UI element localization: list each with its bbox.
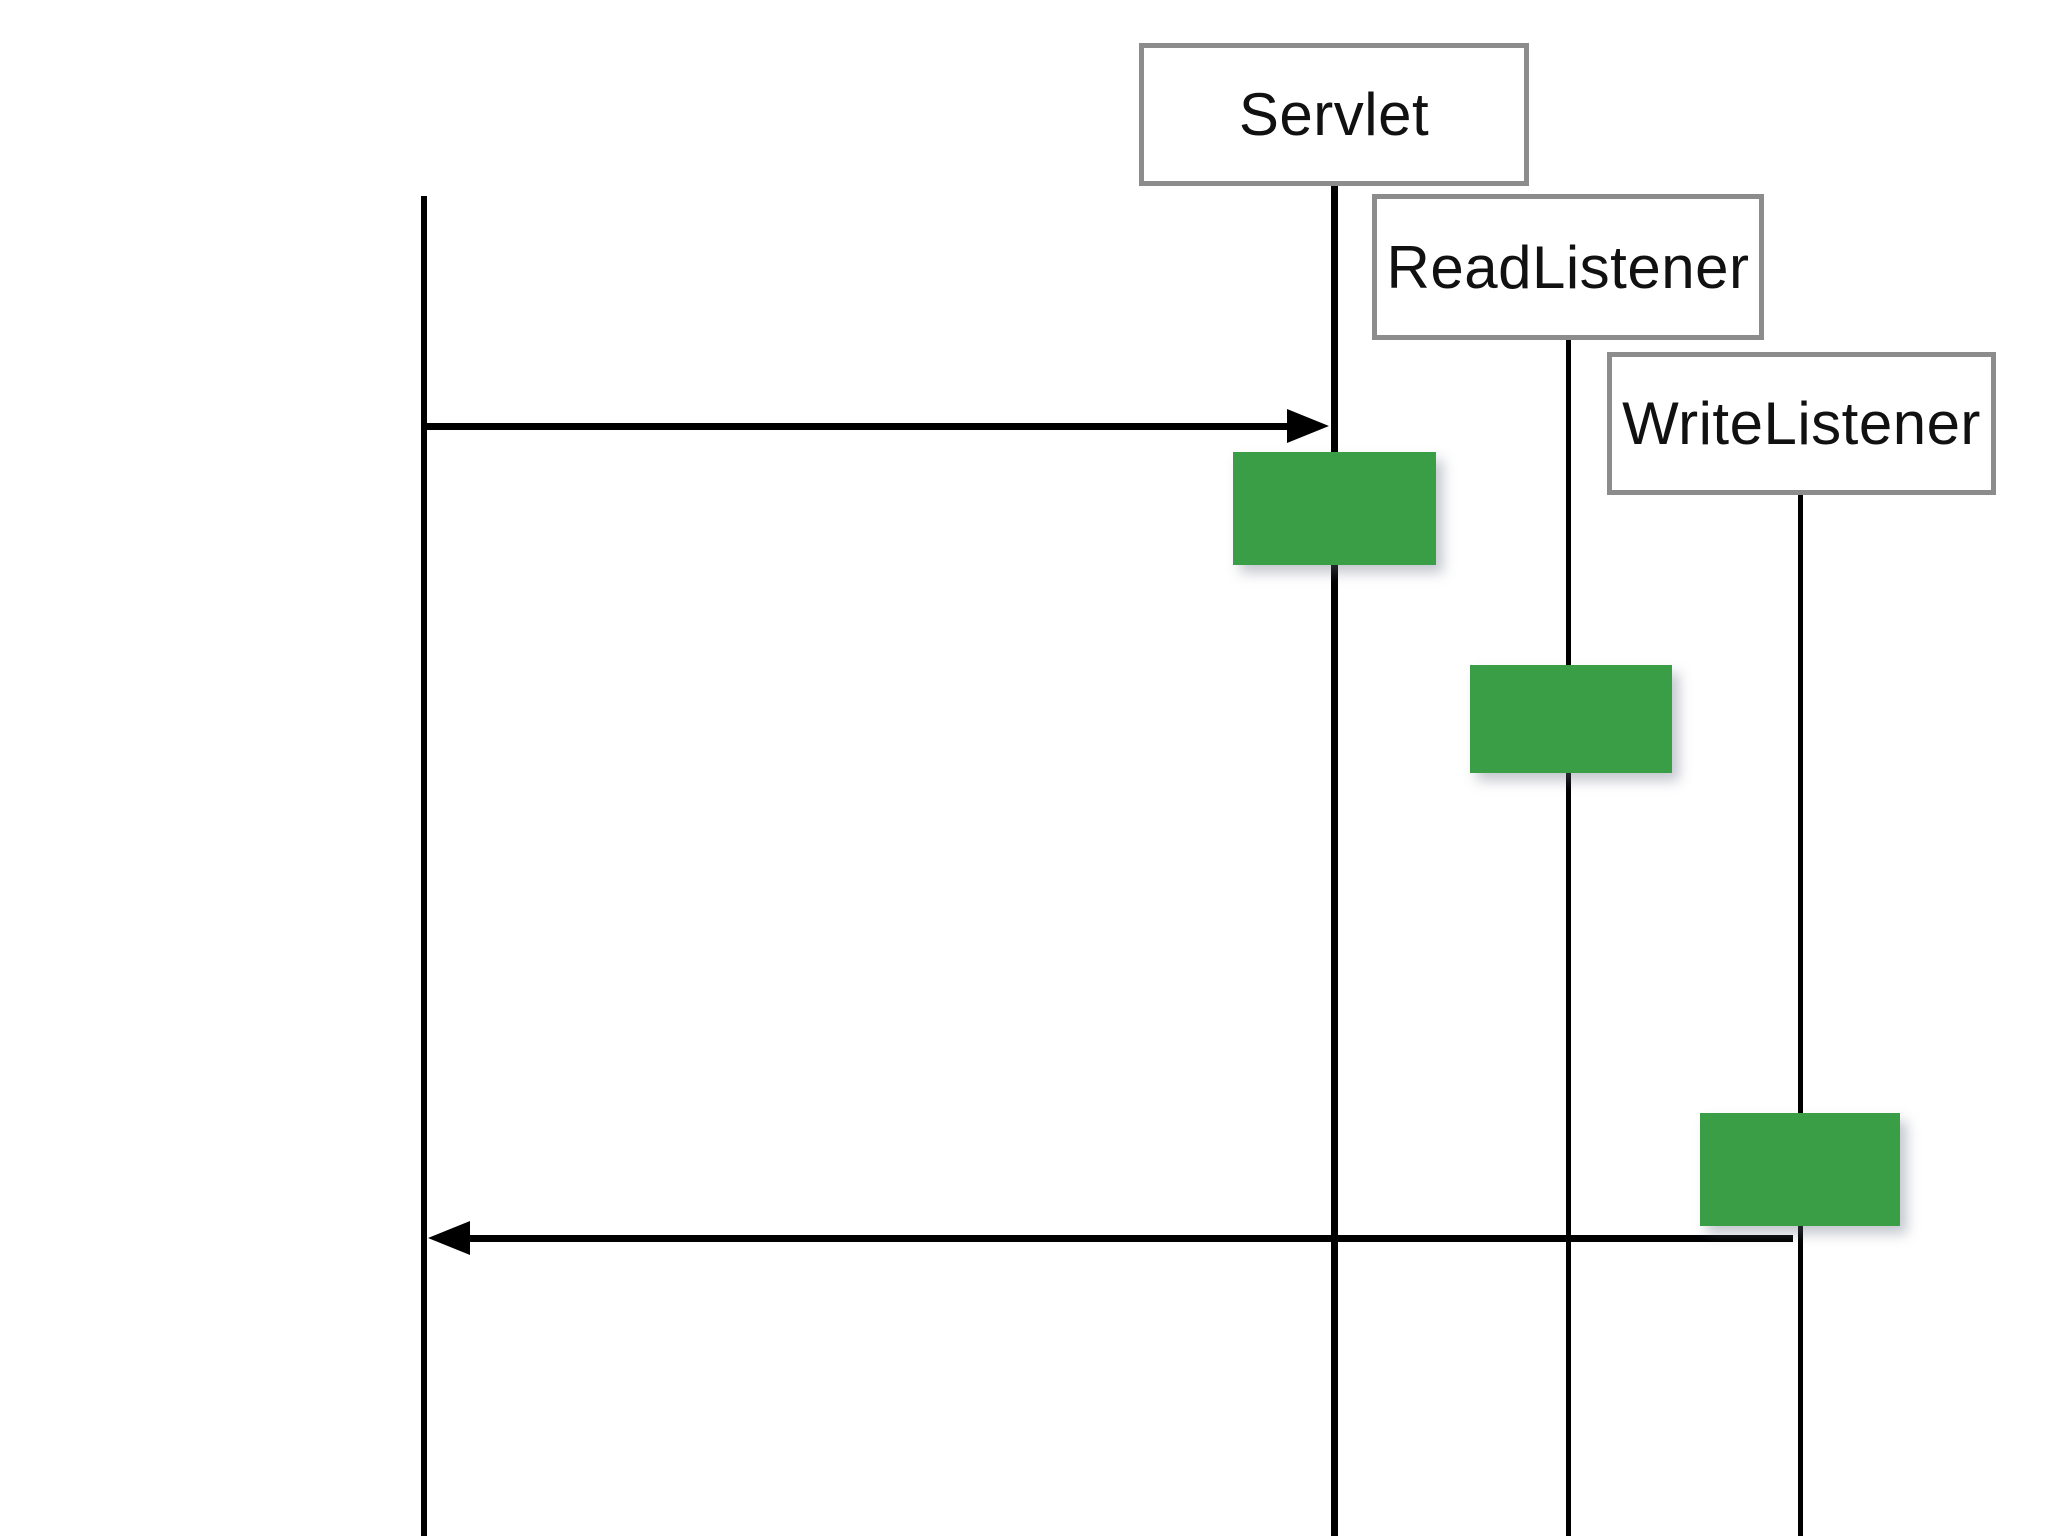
request-arrowhead-icon [1287,409,1329,443]
response-message-arrow-line [447,1235,1793,1242]
writelistener-lifeline [1798,495,1803,1536]
participant-label-readlistener: ReadListener [1386,233,1750,301]
participant-box-writelistener: WriteListener [1607,352,1996,495]
participant-label-writelistener: WriteListener [1622,390,1981,457]
readlistener-activation-bar [1470,665,1672,773]
response-arrowhead-icon [428,1221,470,1255]
writelistener-activation-bar [1700,1113,1900,1226]
servlet-activation-bar [1233,452,1436,565]
participant-box-servlet: Servlet [1139,43,1529,186]
participant-box-readlistener: ReadListener [1372,194,1764,340]
client-lifeline [421,196,427,1536]
participant-label-servlet: Servlet [1238,81,1430,148]
request-message-arrow-line [426,423,1316,430]
servlet-lifeline [1331,186,1338,1536]
readlistener-lifeline [1566,340,1571,1536]
